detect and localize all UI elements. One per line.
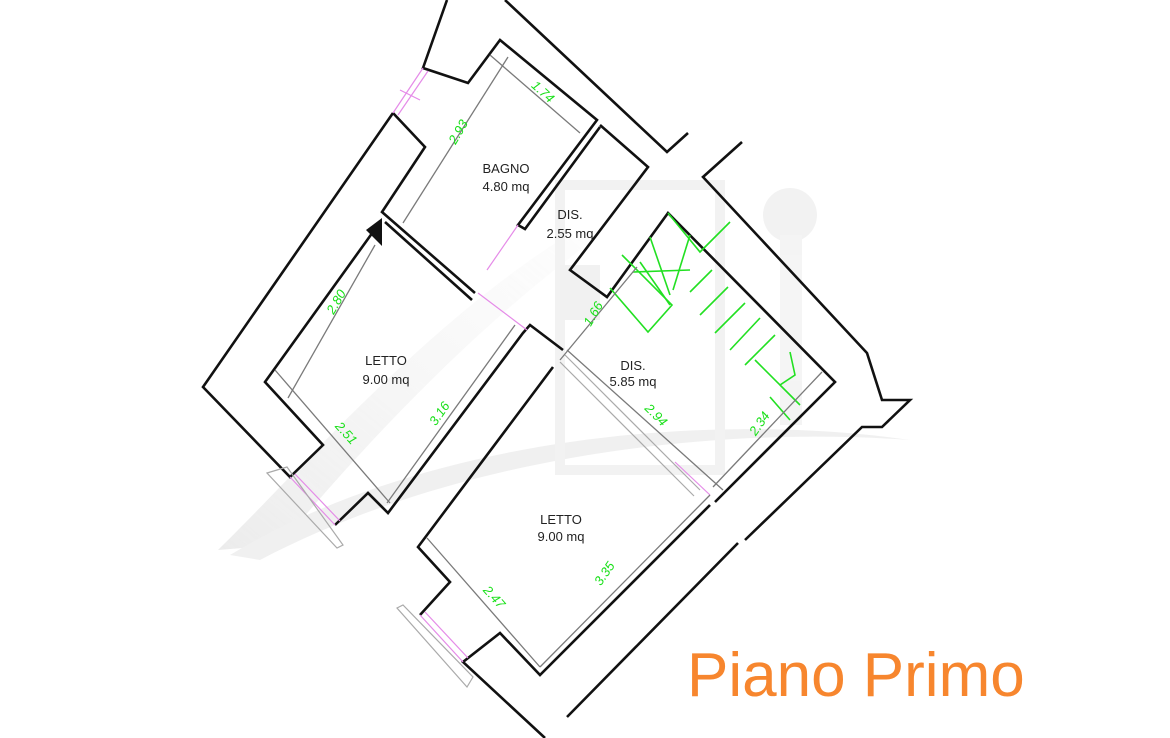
staircase: [609, 212, 801, 421]
room-labels: BAGNO 4.80 mq DIS. 2.55 mq LETTO 9.00 mq…: [363, 161, 657, 544]
dim-label: 1.74: [529, 78, 558, 106]
room-area: 4.80 mq: [483, 179, 530, 194]
dim-label: 3.16: [426, 398, 453, 428]
room-name: BAGNO: [483, 161, 530, 176]
room-area: 9.00 mq: [363, 372, 410, 387]
watermark-logo: [218, 180, 910, 560]
walls: [201, 0, 914, 738]
room-area: 2.55 mq: [547, 226, 594, 241]
floor-title: Piano Primo: [687, 641, 1025, 710]
dimension-lines: [274, 54, 823, 668]
dim-label: 3.35: [591, 558, 618, 588]
room-name: LETTO: [540, 512, 582, 527]
openings: [265, 67, 711, 689]
room-name: LETTO: [365, 353, 407, 368]
stair-arrow-icon: [366, 218, 382, 246]
dim-label: 2.80: [323, 286, 350, 317]
room-name: DIS.: [620, 358, 645, 373]
room-area: 9.00 mq: [538, 529, 585, 544]
dim-label: 2.47: [480, 582, 509, 612]
dim-label: 2.94: [641, 400, 670, 429]
room-area: 5.85 mq: [610, 374, 657, 389]
room-name: DIS.: [557, 207, 582, 222]
